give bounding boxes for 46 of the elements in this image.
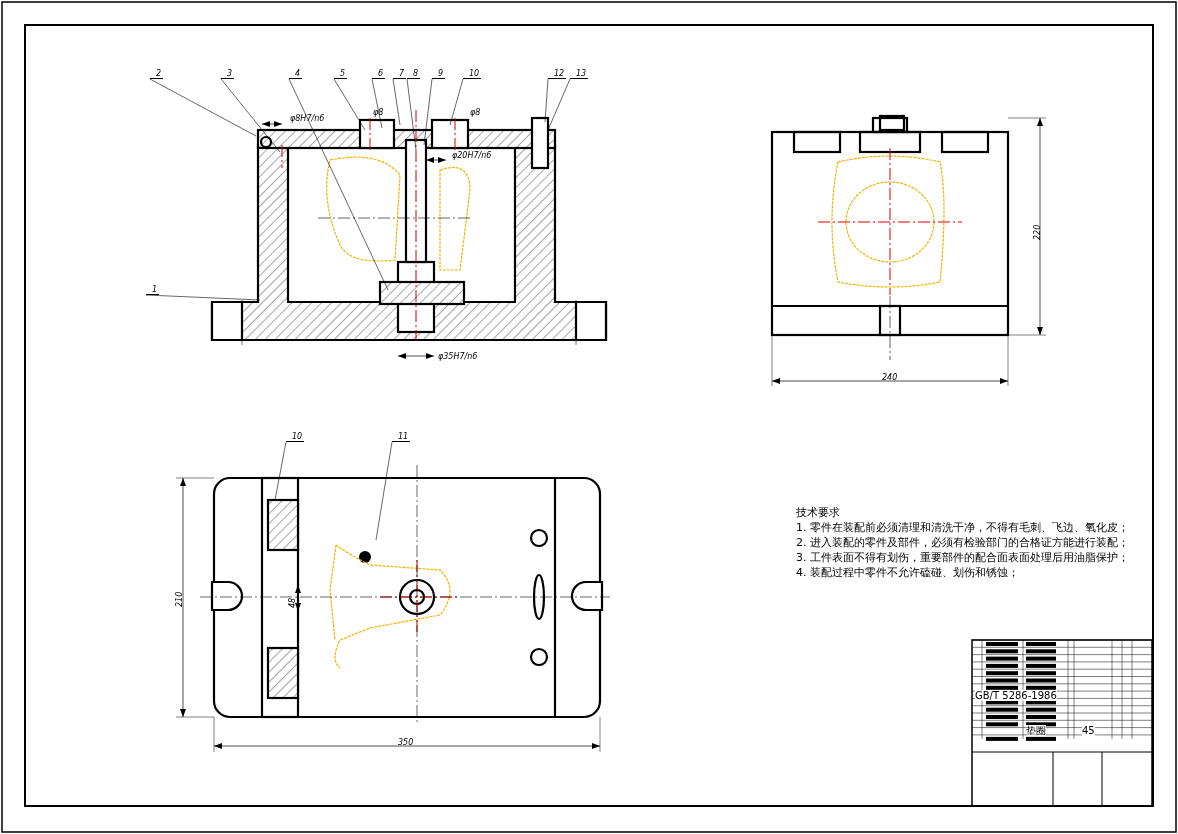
- dimension-text: 350: [398, 738, 414, 747]
- callout-number: 5: [334, 69, 348, 79]
- leader-line: [392, 78, 401, 126]
- dimension-text: 210: [175, 591, 184, 607]
- callout-number: 13: [570, 69, 589, 79]
- material-text: 45: [1082, 725, 1095, 736]
- leader-line: [149, 78, 257, 137]
- leader-line: [333, 78, 366, 131]
- part-name: 垫圈: [1026, 725, 1046, 736]
- standard-code: GB/T 5286-1986: [975, 690, 1057, 701]
- leader-line: [220, 78, 281, 153]
- callout-number: 3: [221, 69, 235, 79]
- dimension-text: 220: [1033, 224, 1042, 240]
- leader-line: [375, 441, 393, 541]
- callout-number: 4: [289, 69, 303, 79]
- callout-number: 11: [392, 432, 411, 442]
- dimension-text: φ8: [373, 108, 384, 117]
- fit-tolerance: φ20H7/n6: [452, 151, 492, 160]
- leader-line: [274, 441, 287, 501]
- requirement-text: 2. 进入装配的零件及部件，必须有检验部门的合格证方能进行装配；: [796, 536, 1129, 549]
- callout-number: 7: [393, 69, 407, 79]
- fit-tolerance: φ8H7/n6: [290, 114, 325, 123]
- callout-number: 6: [372, 69, 386, 79]
- dimension-text: φ8: [470, 108, 481, 117]
- dimension-text: 240: [882, 373, 898, 382]
- requirement-text: 1. 零件在装配前必须清理和清洗干净，不得有毛刺、飞边、氧化皮；: [796, 521, 1129, 534]
- leader-line: [547, 78, 571, 131]
- leader-line: [423, 78, 433, 146]
- fit-tolerance: φ35H7/n6: [438, 352, 478, 361]
- callout-number: 10: [286, 432, 305, 442]
- requirement-text: 3. 工件表面不得有划伤，重要部件的配合面表面处理后用油脂保护；: [796, 551, 1129, 564]
- callout-number: 1: [146, 285, 160, 295]
- leader-line: [406, 78, 417, 151]
- requirements-heading: 技术要求: [796, 506, 840, 519]
- callout-number: 2: [150, 69, 164, 79]
- requirement-text: 4. 装配过程中零件不允许磕碰、划伤和锈蚀；: [796, 566, 1019, 579]
- callout-number: 12: [548, 69, 567, 79]
- leader-line: [145, 294, 261, 301]
- callout-number: 10: [463, 69, 482, 79]
- dimension-text: 48: [288, 597, 297, 608]
- callout-number: 8: [407, 69, 421, 79]
- leader-line: [449, 78, 464, 126]
- callout-number: 9: [432, 69, 446, 79]
- leader-line: [544, 78, 549, 123]
- leader-line: [371, 78, 383, 129]
- leader-line: [288, 78, 389, 291]
